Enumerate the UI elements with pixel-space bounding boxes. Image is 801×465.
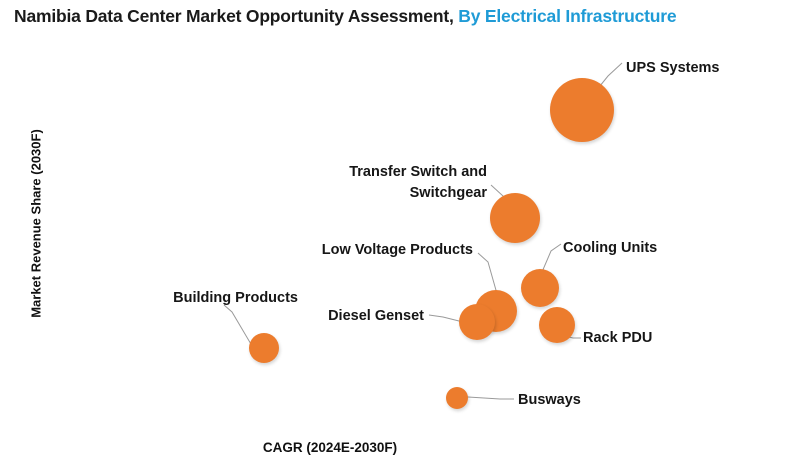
page-title-accent: By Electrical Infrastructure [458, 6, 677, 26]
bubble-rack-pdu[interactable] [539, 307, 575, 343]
bubble-label-line: UPS Systems [626, 60, 720, 76]
bubble-label-line: Rack PDU [583, 330, 653, 346]
bubble-label-diesel-genset: Diesel Genset [328, 306, 424, 327]
bubble-label-busways: Busways [518, 390, 581, 411]
bubble-label-rack-pdu: Rack PDU [583, 328, 652, 349]
leader-line [451, 395, 514, 400]
bubble-label-ups-systems: UPS Systems [626, 58, 720, 79]
bubble-label-line: Cooling Units [563, 240, 658, 256]
bubble-label-line: Building Products [173, 290, 298, 306]
bubble-building-products[interactable] [249, 333, 279, 363]
bubble-label-line: Diesel Genset [328, 308, 424, 324]
bubble-busways[interactable] [446, 387, 468, 409]
bubble-label-cooling-units: Cooling Units [563, 238, 657, 259]
bubble-label-line: Switchgear [409, 185, 487, 202]
bubble-label-line: Busways [518, 392, 581, 408]
bubble-diesel-genset[interactable] [459, 304, 495, 340]
x-axis-title: CAGR (2024E-2030F) [262, 440, 398, 455]
bubble-ups-systems[interactable] [550, 78, 614, 142]
page-title-main: Namibia Data Center Market Opportunity A… [14, 6, 459, 26]
bubble-label-line: Low Voltage Products [321, 242, 473, 258]
bubble-label-building-products: Building Products [173, 288, 298, 309]
bubble-label-line: Transfer Switch and [349, 164, 487, 180]
bubble-cooling-units[interactable] [521, 269, 559, 307]
bubble-transfer-switch-and-switchgear[interactable] [490, 193, 540, 243]
bubble-label-low-voltage-products: Low Voltage Products [322, 240, 473, 261]
page-title: Namibia Data Center Market Opportunity A… [14, 6, 677, 27]
